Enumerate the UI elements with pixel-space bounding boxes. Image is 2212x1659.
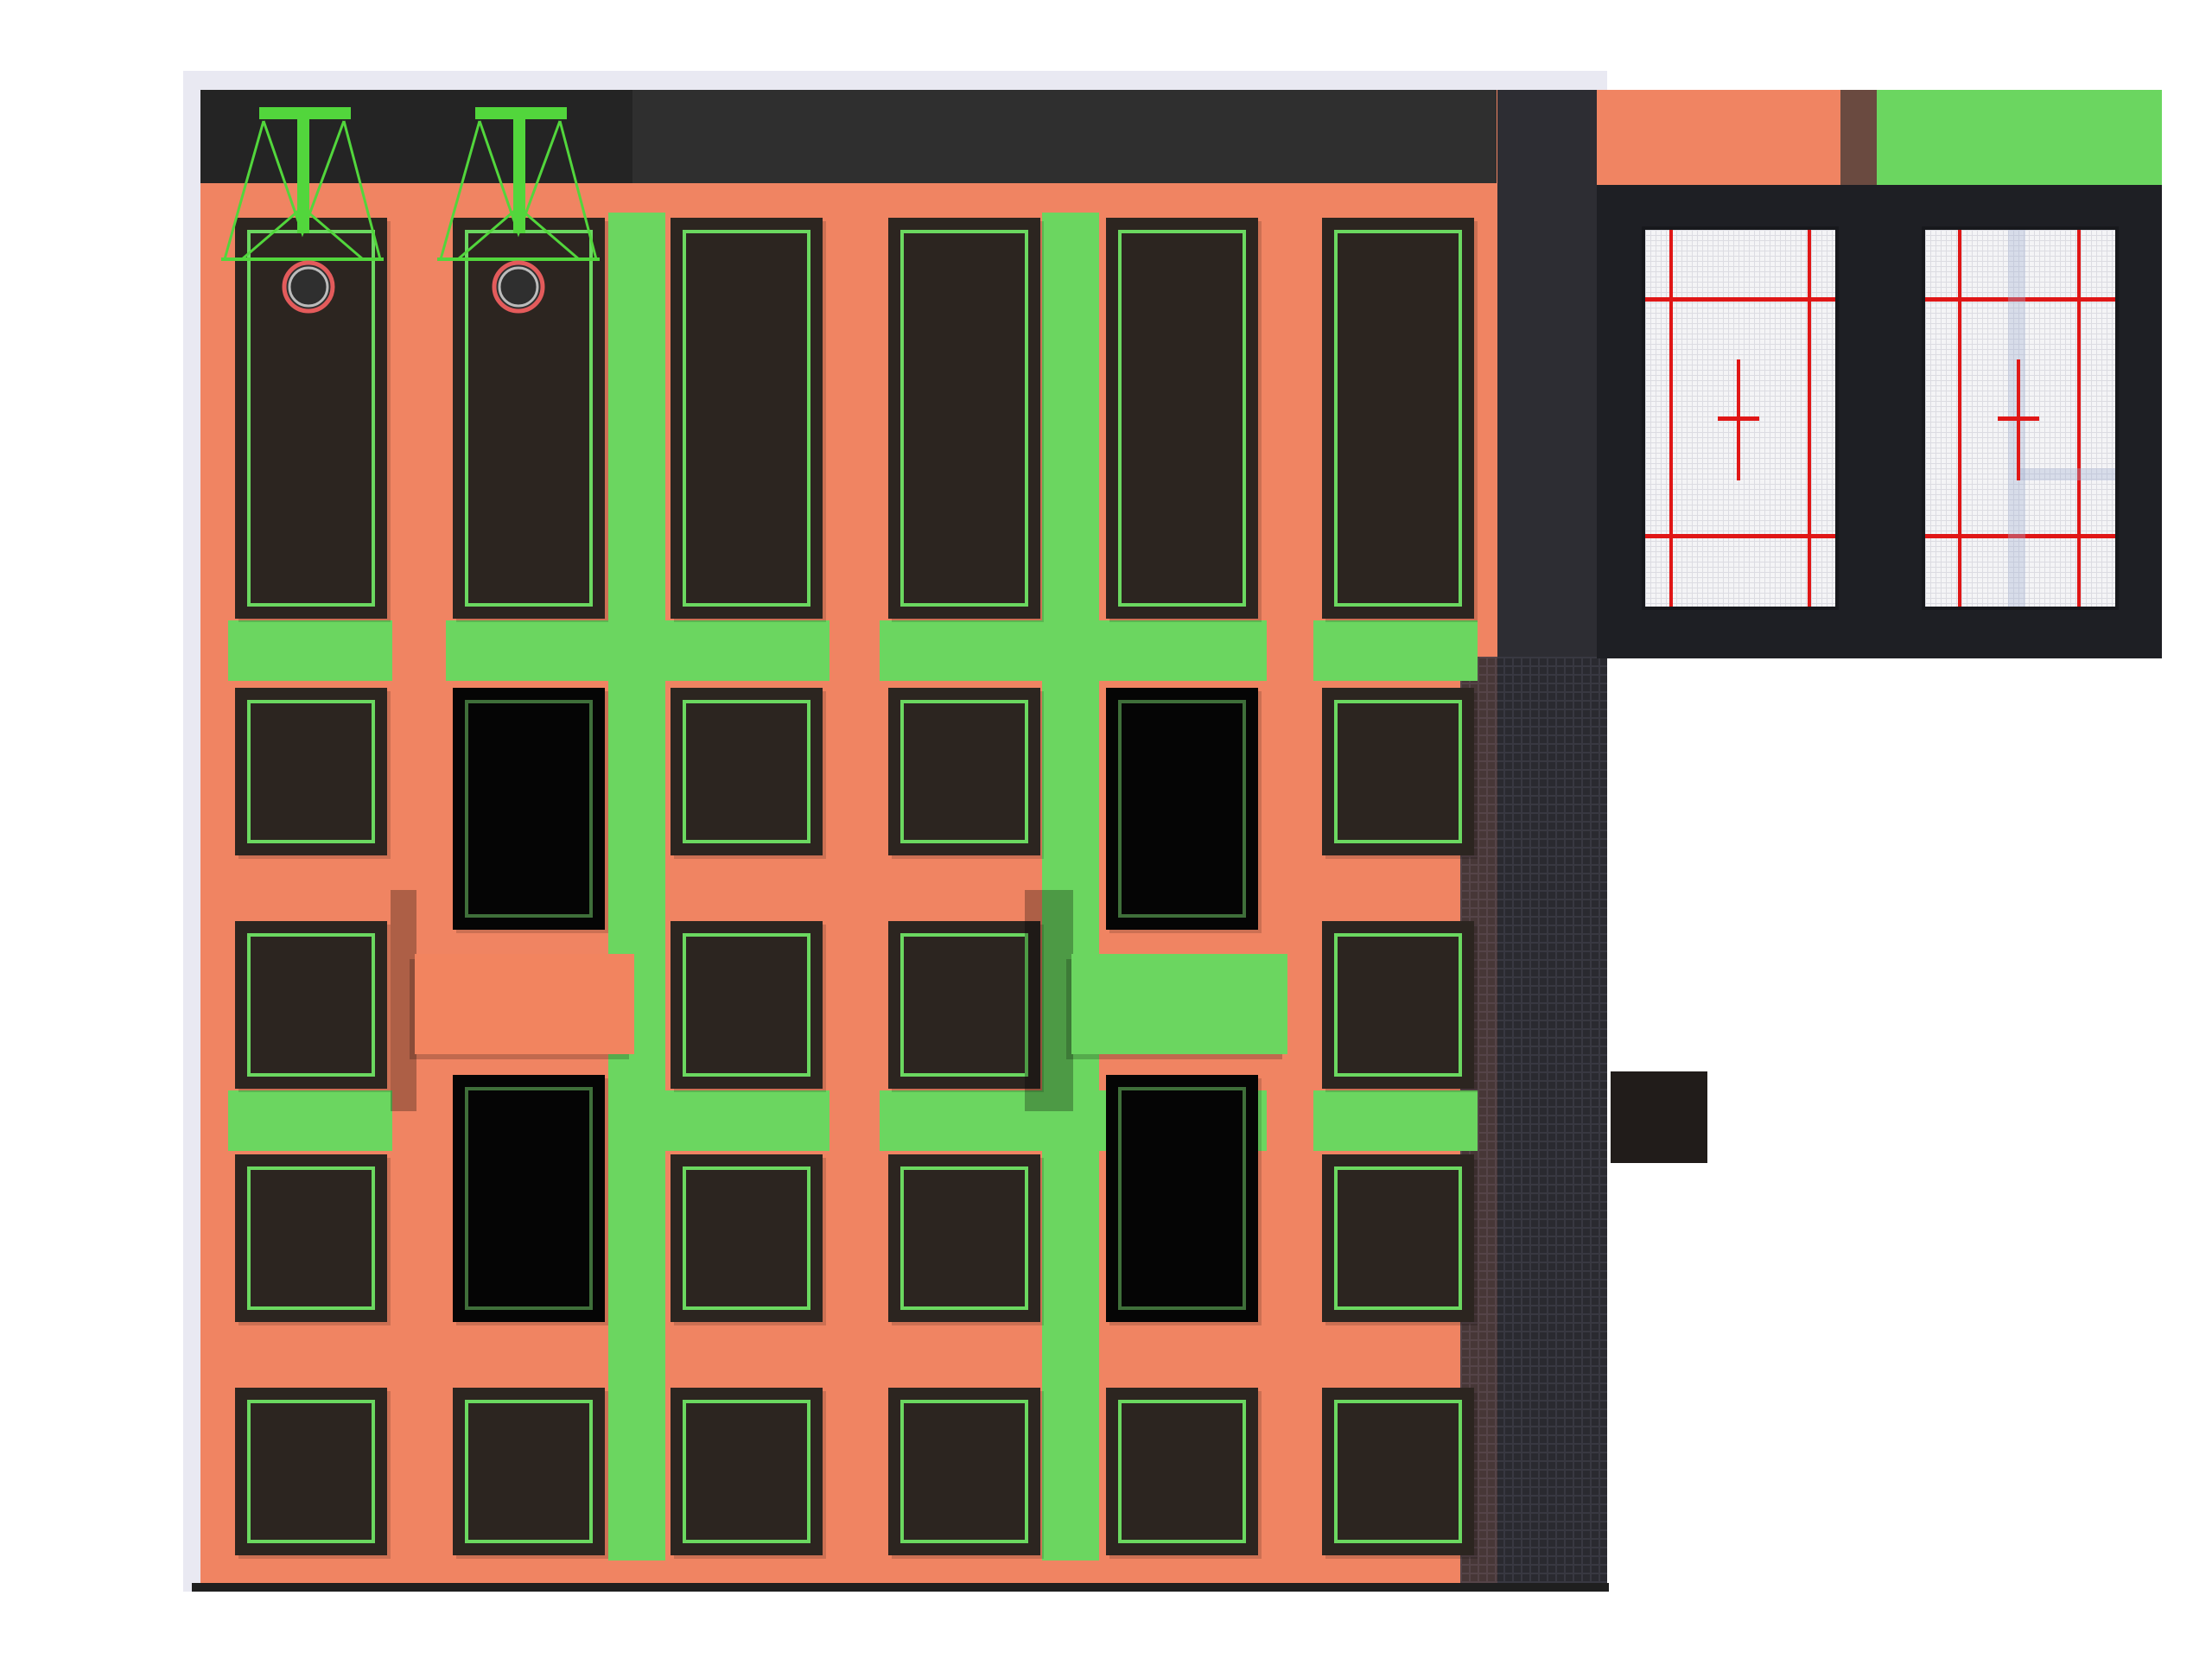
top-strip-dark [200,90,632,183]
t-peg-icon[interactable] [216,104,389,320]
grid-cell[interactable] [235,688,387,855]
grid-cell[interactable] [671,921,823,1089]
green-beam [228,620,392,681]
green-column [1042,213,1099,1560]
grid-cell[interactable] [1322,1154,1474,1322]
void-cell[interactable] [1106,688,1258,930]
grid-cell[interactable] [1106,218,1258,619]
grid-cell[interactable] [671,688,823,855]
green-slider-block[interactable] [1071,954,1287,1054]
ring-icon[interactable] [491,259,546,315]
void-cell[interactable] [453,1075,605,1322]
block-shadow [391,890,416,1111]
grid-cell[interactable] [1106,1388,1258,1555]
green-beam [1313,620,1478,681]
grid-cell[interactable] [888,688,1040,855]
ring-icon[interactable] [281,259,336,315]
tab-divider [1840,90,1882,185]
board-bottom-edge [192,1583,1609,1592]
orange-tab[interactable] [1597,90,1873,185]
side-tab[interactable] [1611,1071,1707,1163]
preview-card[interactable] [1642,226,1839,610]
grid-cell[interactable] [453,1388,605,1555]
grid-cell[interactable] [1322,218,1474,619]
grid-cell[interactable] [1322,921,1474,1089]
grid-cell[interactable] [1322,688,1474,855]
green-tab[interactable] [1877,90,2162,185]
grid-cell[interactable] [888,921,1040,1089]
grid-cell[interactable] [671,1388,823,1555]
void-cell[interactable] [1106,1075,1258,1322]
preview-card[interactable] [1922,226,2119,610]
t-peg-icon[interactable] [432,104,605,320]
orange-slider-block[interactable] [415,954,634,1054]
grid-cell[interactable] [1322,1388,1474,1555]
mesh-strip [1460,657,1607,1590]
grid-cell[interactable] [235,1388,387,1555]
grid-cell[interactable] [671,218,823,619]
green-column [608,213,665,1560]
grid-cell[interactable] [888,1154,1040,1322]
grid-cell[interactable] [888,218,1040,619]
grid-cell[interactable] [888,1388,1040,1555]
void-cell[interactable] [453,688,605,930]
grid-cell[interactable] [235,1154,387,1322]
grid-cell[interactable] [671,1154,823,1322]
green-beam [1313,1090,1478,1151]
grid-cell[interactable] [235,921,387,1089]
green-beam [662,1090,830,1151]
green-beam [228,1090,392,1151]
block-shadow [1025,890,1073,1111]
